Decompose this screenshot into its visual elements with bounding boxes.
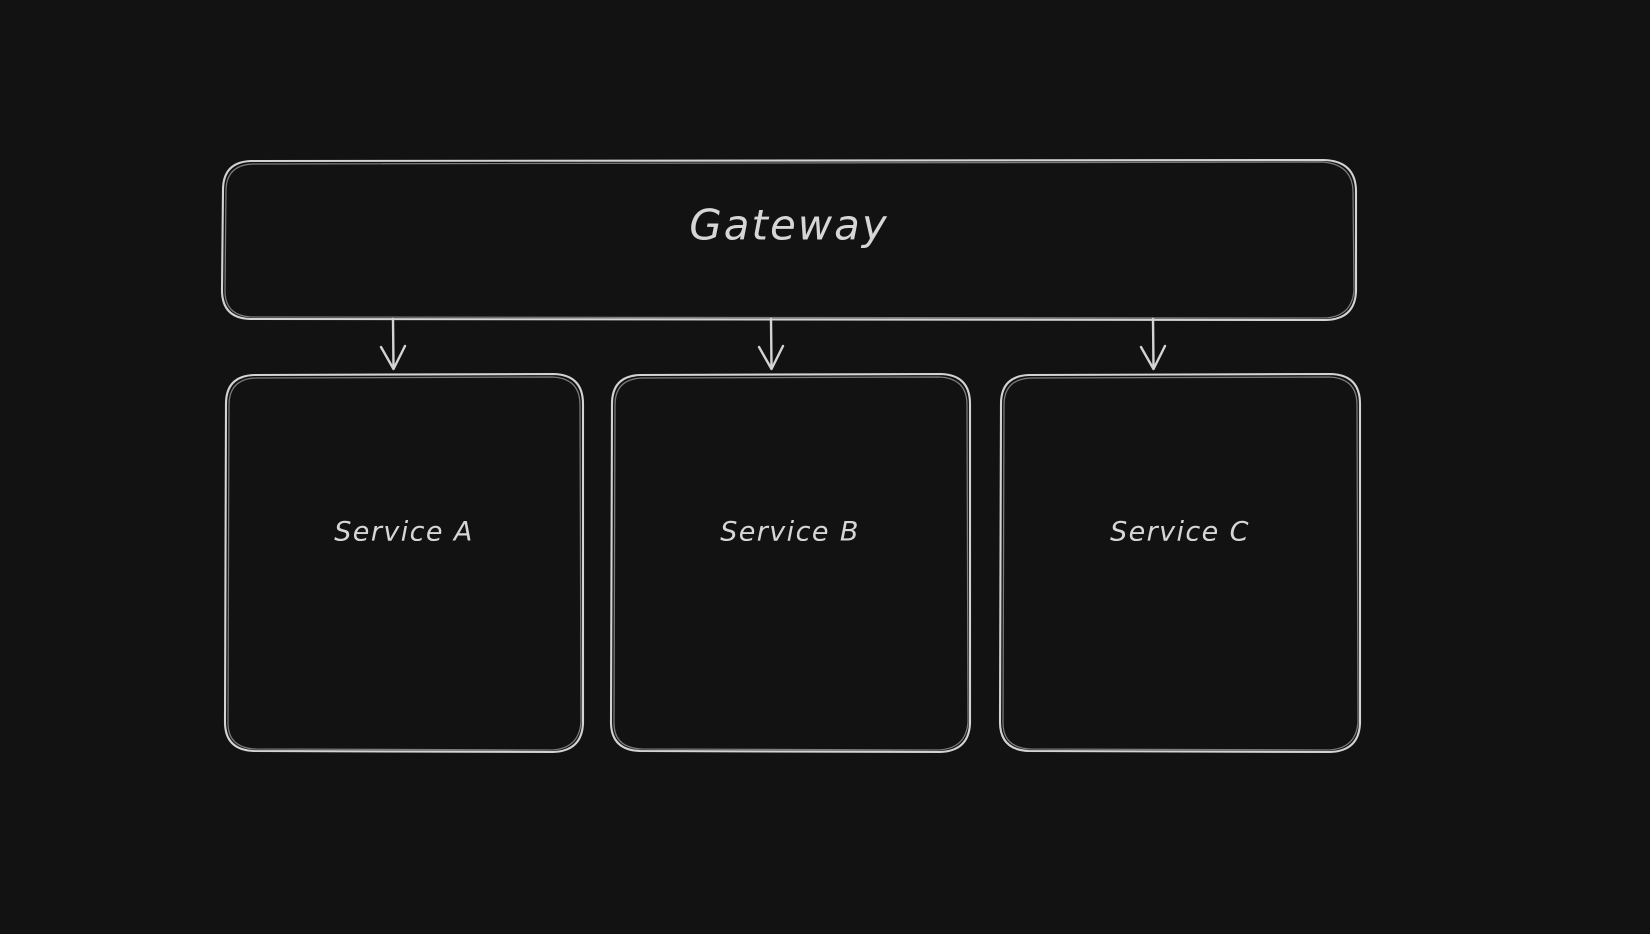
node-gateway-outline-sketch (224, 161, 1355, 319)
node-gateway-label: Gateway (689, 201, 889, 250)
node-service-a[interactable]: Service A (223, 372, 585, 754)
node-service-b-outline (609, 372, 972, 754)
node-service-c[interactable]: Service C (998, 372, 1362, 754)
edge-gateway-to-service-c[interactable] (1139, 317, 1167, 371)
edge-gateway-to-service-a-arrowhead (379, 344, 407, 371)
node-service-b-outline-sketch (613, 376, 969, 751)
edge-gateway-to-service-a[interactable] (379, 317, 407, 371)
edge-gateway-to-service-a-shaft (391, 317, 395, 369)
edge-gateway-to-service-b-shaft (769, 317, 773, 369)
node-gateway-outline (220, 158, 1358, 322)
edge-gateway-to-service-b[interactable] (757, 317, 785, 371)
edge-gateway-to-service-b-arrowhead (757, 344, 785, 371)
node-service-c-label: Service C (1110, 517, 1250, 548)
edge-gateway-to-service-c-arrowhead (1139, 344, 1167, 371)
node-service-a-label: Service A (334, 517, 473, 548)
edge-gateway-to-service-c-shaft (1151, 317, 1155, 369)
node-service-b-label: Service B (720, 517, 860, 548)
node-service-a-outline (223, 372, 585, 754)
node-service-a-outline-sketch (227, 376, 582, 751)
node-service-c-outline (998, 372, 1362, 754)
node-service-b[interactable]: Service B (609, 372, 972, 754)
node-service-c-outline-sketch (1002, 376, 1359, 751)
node-gateway[interactable]: Gateway (220, 158, 1358, 322)
